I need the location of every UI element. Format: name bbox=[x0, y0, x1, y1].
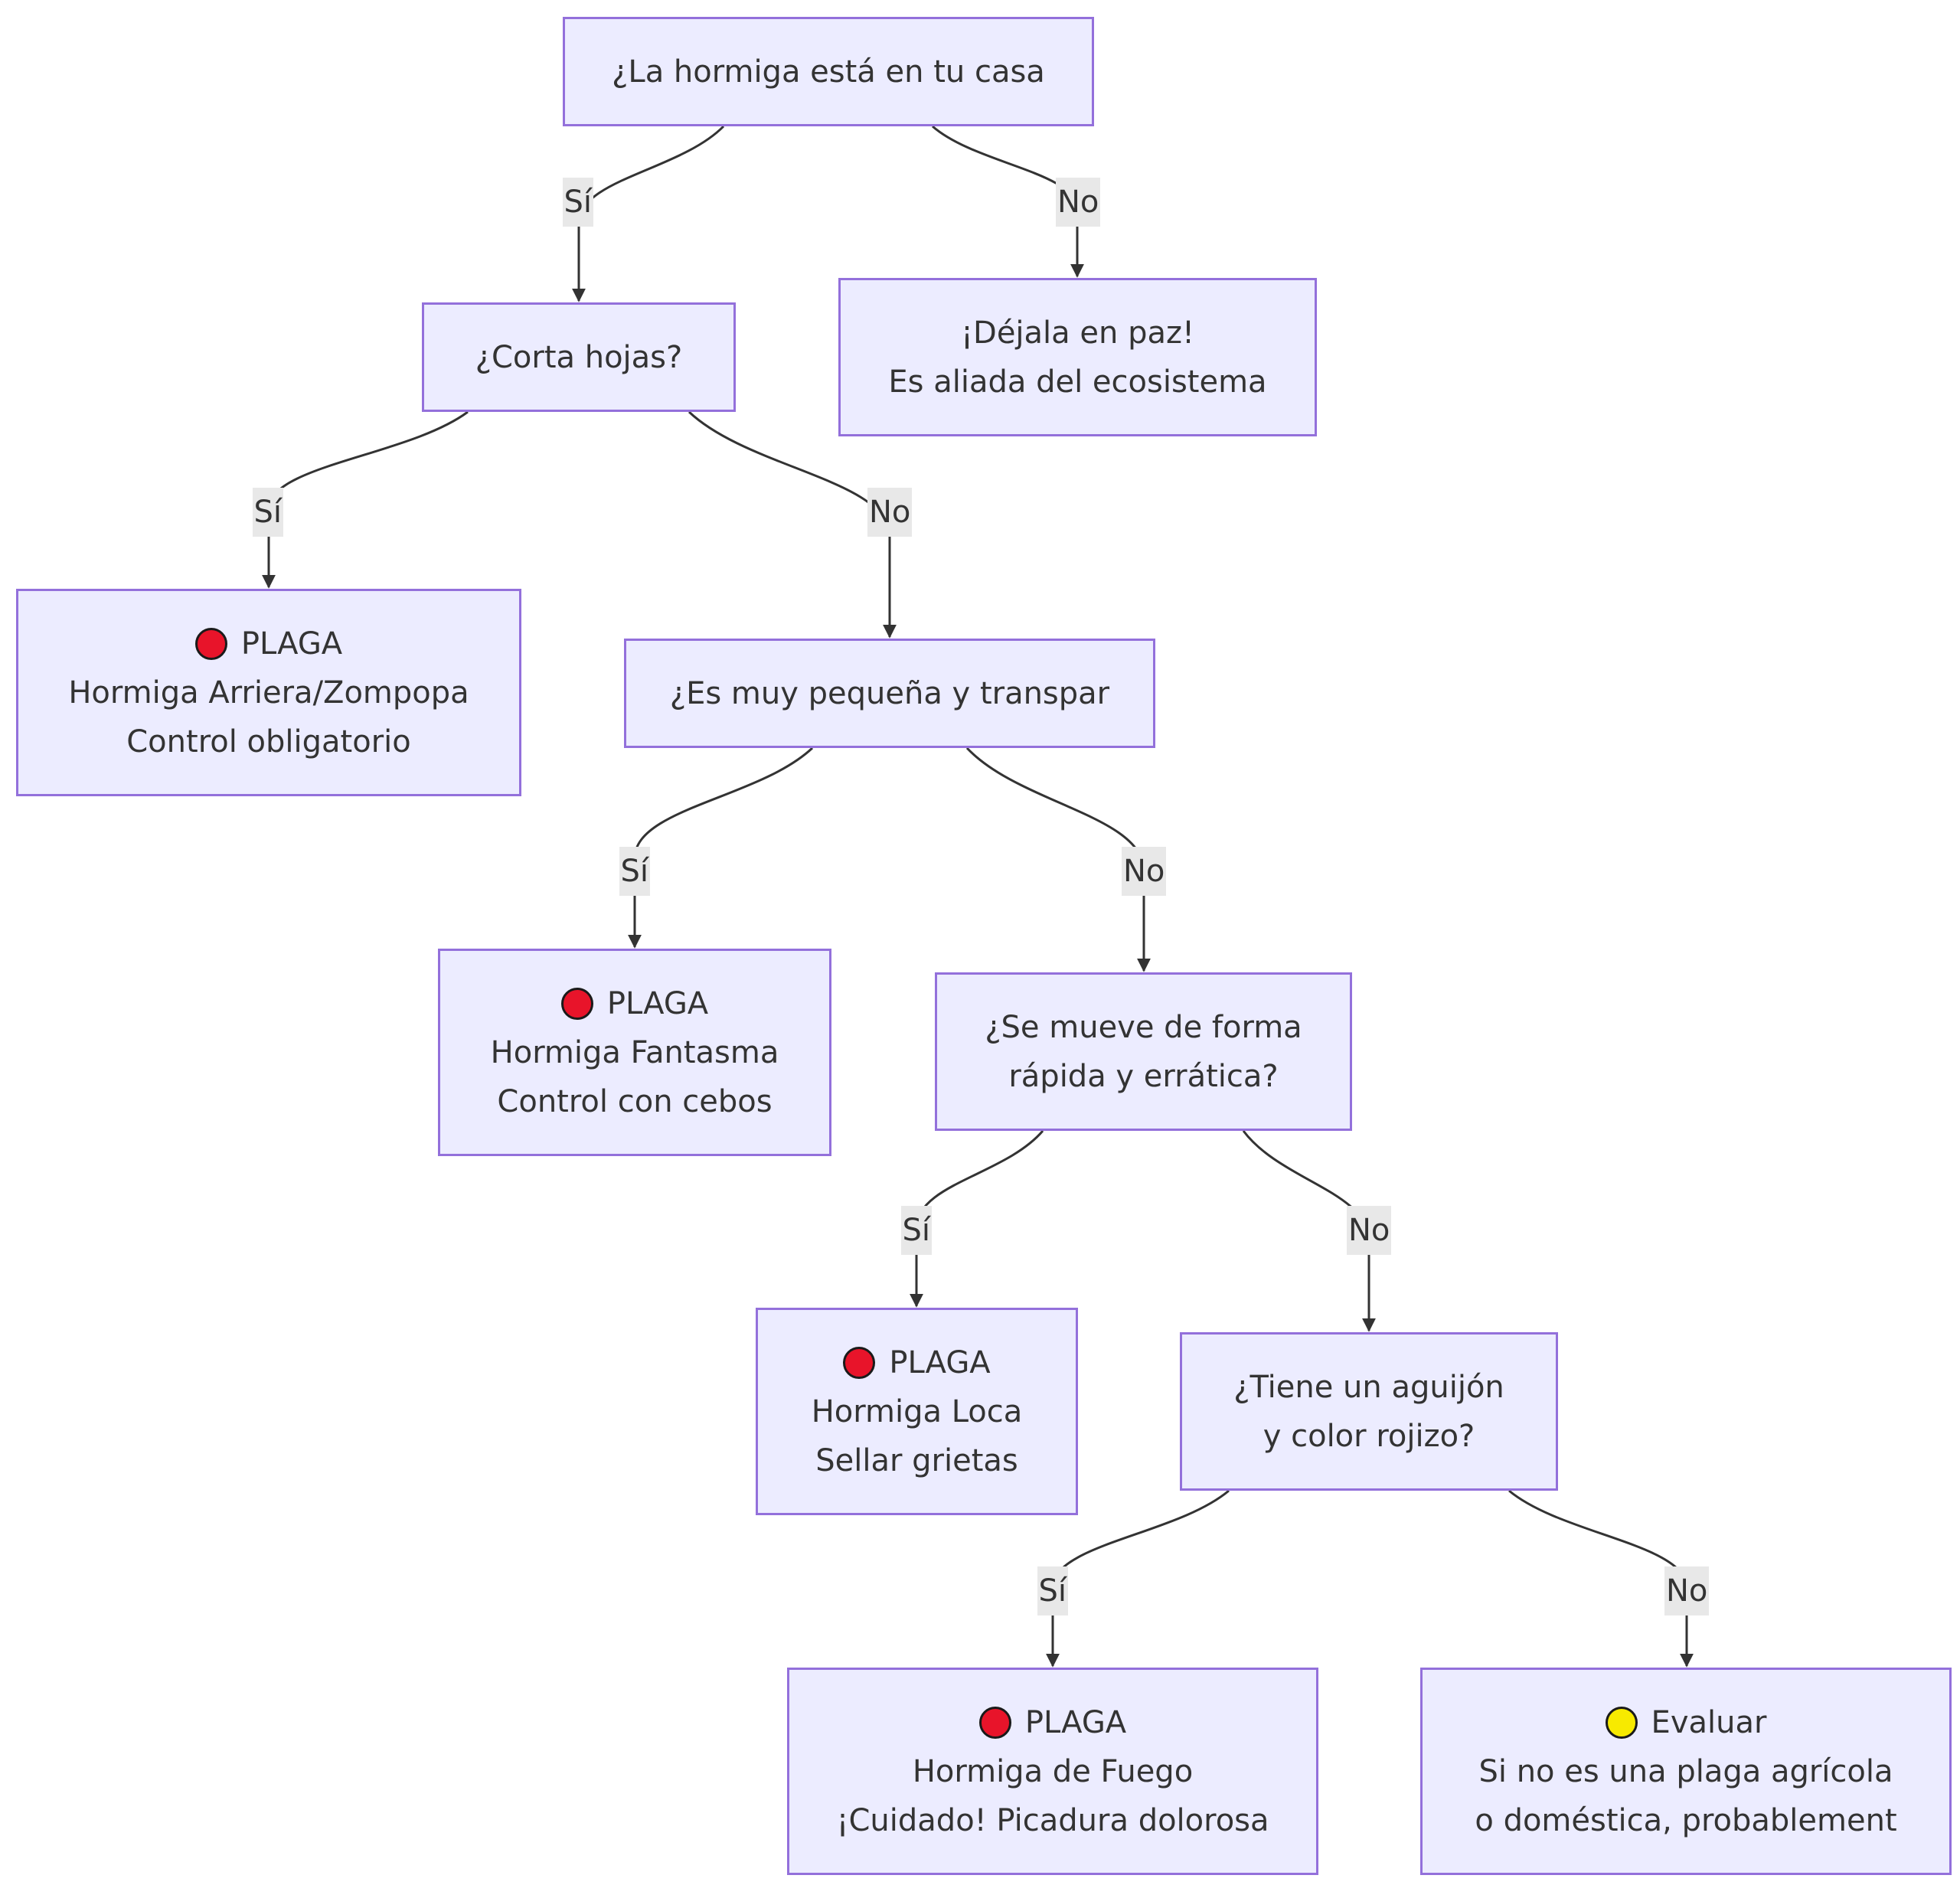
edge-q2-arriera bbox=[262, 410, 469, 589]
node-tag: PLAGA bbox=[1024, 1704, 1127, 1740]
node-text-line: Hormiga de Fuego bbox=[912, 1753, 1194, 1789]
node-text-line: Hormiga Loca bbox=[811, 1393, 1023, 1429]
edge-label-si: Sí bbox=[562, 178, 594, 227]
edge-label-no: No bbox=[1056, 178, 1101, 227]
edge-label-si: Sí bbox=[252, 488, 284, 537]
node-evaluar: Evaluar Si no es una plaga agrícola o domé… bbox=[1420, 1668, 1952, 1875]
edge-q5-evaluar bbox=[1508, 1489, 1694, 1668]
node-text-line: Control con cebos bbox=[497, 1083, 773, 1119]
node-text-line: ¿Tiene un aguijón bbox=[1233, 1369, 1504, 1405]
node-tag: Evaluar bbox=[1651, 1704, 1767, 1740]
edge-label-no: No bbox=[1122, 847, 1167, 896]
node-text-line: ¡Cuidado! Picadura dolorosa bbox=[836, 1802, 1269, 1838]
node-fuego: PLAGA Hormiga de Fuego ¡Cuidado! Picadura … bbox=[787, 1668, 1318, 1875]
node-text-line: y color rojizo? bbox=[1263, 1418, 1475, 1454]
node-header: PLAGA bbox=[560, 979, 709, 1028]
edge-label-si: Sí bbox=[619, 847, 651, 896]
edge-q3-fantasma bbox=[628, 746, 814, 949]
node-q1: ¿La hormiga está en tu casa bbox=[563, 17, 1094, 126]
node-text-line: Hormiga Fantasma bbox=[490, 1034, 779, 1070]
edge-q1-q2 bbox=[572, 125, 725, 302]
node-text-line: Sellar grietas bbox=[815, 1442, 1018, 1478]
node-tag: PLAGA bbox=[889, 1344, 991, 1380]
edge-q4-loca bbox=[910, 1130, 1044, 1308]
node-header: PLAGA bbox=[978, 1698, 1127, 1747]
node-q5: ¿Tiene un aguijón y color rojizo? bbox=[1180, 1332, 1558, 1491]
red-circle-icon bbox=[843, 1346, 876, 1379]
node-text-line: ¡Déjala en paz! bbox=[960, 315, 1195, 351]
edge-label-si: Sí bbox=[1037, 1566, 1069, 1615]
node-text-line: ¿La hormiga está en tu casa bbox=[612, 54, 1045, 90]
node-text-line: Si no es una plaga agrícola bbox=[1478, 1753, 1893, 1789]
node-text-line: Hormiga Arriera/Zompopa bbox=[68, 675, 469, 711]
node-text-line: ¿Corta hojas? bbox=[475, 339, 683, 375]
edge-q5-fuego bbox=[1046, 1489, 1230, 1668]
node-q2: ¿Corta hojas? bbox=[422, 302, 736, 412]
node-text-line: Es aliada del ecosistema bbox=[888, 364, 1267, 400]
node-header: PLAGA bbox=[843, 1338, 991, 1387]
node-q4: ¿Se mueve de forma rápida y errática? bbox=[935, 972, 1352, 1131]
red-circle-icon bbox=[560, 987, 593, 1020]
node-text-line: Control obligatorio bbox=[126, 724, 411, 760]
yellow-circle-icon bbox=[1605, 1706, 1638, 1739]
edge-q3-q4 bbox=[965, 746, 1151, 972]
red-circle-icon bbox=[194, 627, 227, 660]
node-header: PLAGA bbox=[194, 619, 343, 668]
node-tag: PLAGA bbox=[606, 985, 709, 1021]
edge-label-no: No bbox=[1664, 1566, 1710, 1615]
node-q3: ¿Es muy pequeña y transpar bbox=[624, 639, 1155, 748]
node-text-line: ¿Se mueve de forma bbox=[985, 1009, 1302, 1045]
node-text-line: o doméstica, probablement bbox=[1475, 1802, 1897, 1838]
edge-label-no: No bbox=[1347, 1206, 1392, 1255]
node-text-line: ¿Es muy pequeña y transpar bbox=[669, 675, 1110, 711]
node-leave: ¡Déjala en paz! Es aliada del ecosistema bbox=[838, 278, 1317, 436]
edge-label-no: No bbox=[867, 488, 913, 537]
edge-q2-q3 bbox=[688, 410, 897, 639]
edge-label-si: Sí bbox=[900, 1206, 933, 1255]
node-tag: PLAGA bbox=[240, 626, 343, 662]
red-circle-icon bbox=[978, 1706, 1011, 1739]
node-header: Evaluar bbox=[1605, 1698, 1767, 1747]
node-text-line: rápida y errática? bbox=[1008, 1058, 1279, 1094]
